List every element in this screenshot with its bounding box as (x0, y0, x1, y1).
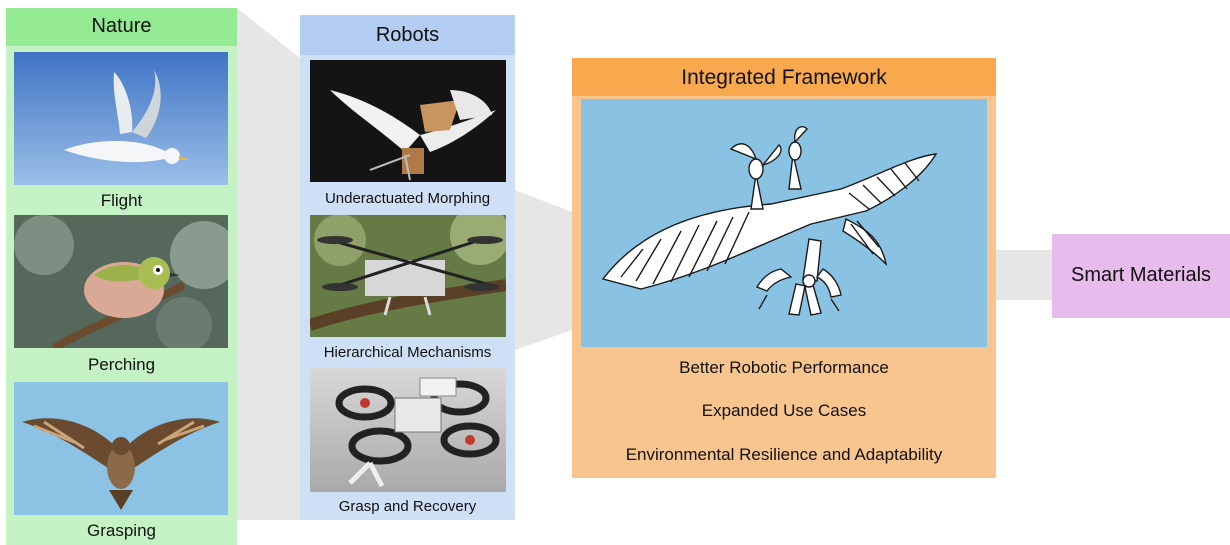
robots-item-morphing: Underactuated Morphing (324, 190, 491, 207)
hierarchical-robot-image (310, 215, 506, 337)
connector-nature-robots (237, 8, 300, 520)
robots-header (300, 15, 515, 55)
perching-bird-illustration (14, 215, 228, 348)
framework-image (581, 99, 987, 347)
result-use-cases: Expanded Use Cases (581, 398, 987, 424)
nature-item-grasping: Grasping (87, 521, 156, 540)
result-performance: Better Robotic Performance (581, 355, 987, 381)
nature-title: Nature (91, 15, 152, 37)
nature-item-flight: Flight (100, 191, 143, 210)
gull-illustration (14, 52, 228, 185)
flight-image (14, 52, 228, 185)
smart-materials-box (1052, 234, 1230, 318)
nature-panel: Nature Flight Perching (6, 8, 237, 545)
framework-title: Integrated Framework (681, 66, 887, 89)
robots-item-grasp: Grasp and Recovery (338, 498, 477, 515)
robots-item-hierarchical: Hierarchical Mechanisms (323, 344, 492, 361)
robots-title: Robots (375, 24, 440, 46)
smart-materials-label: Smart Materials (1070, 264, 1212, 286)
grasping-image (14, 382, 228, 515)
robots-panel: Robots Underactuated Morphing (300, 15, 515, 520)
morphing-robot-image (310, 60, 506, 182)
integrated-robot-sketch (601, 125, 938, 316)
framework-header (572, 58, 996, 96)
nature-header (6, 8, 237, 46)
result-resilience: Environmental Resilience and Adaptabilit… (581, 442, 987, 468)
quadrotor-gripper-illustration (310, 368, 506, 492)
nature-item-perching: Perching (87, 355, 156, 374)
perching-image (14, 215, 228, 348)
raptor-illustration (14, 382, 228, 515)
drone-perching-illustration (310, 215, 506, 337)
morphing-wing-robot (310, 60, 506, 182)
connector-robots-framework (515, 190, 572, 350)
connector-framework-smart (996, 250, 1052, 300)
grasp-robot-image (310, 368, 506, 492)
